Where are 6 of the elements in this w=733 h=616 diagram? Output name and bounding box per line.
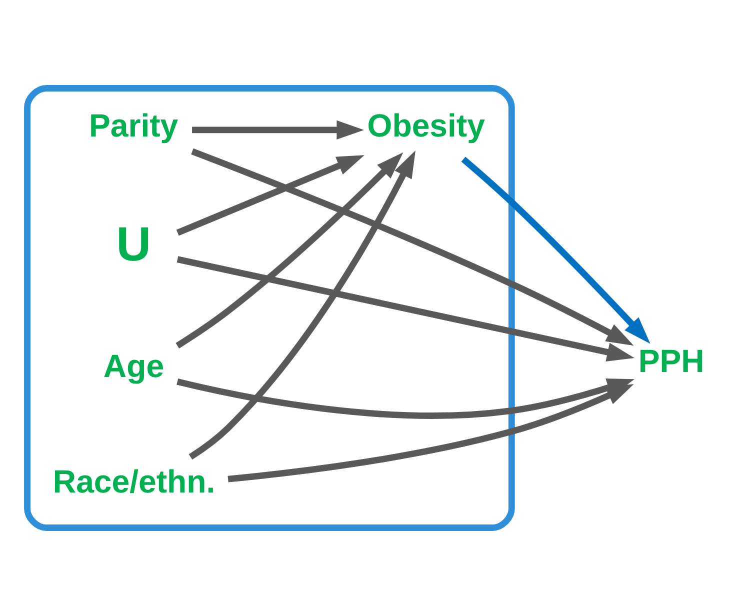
node-text: Parity xyxy=(89,107,178,144)
node-text: PPH xyxy=(638,343,704,380)
node-text: Obesity xyxy=(367,107,485,144)
node-text: U xyxy=(116,218,152,272)
node-text: Race/ethn. xyxy=(52,463,216,500)
node-text: Age xyxy=(103,348,164,384)
